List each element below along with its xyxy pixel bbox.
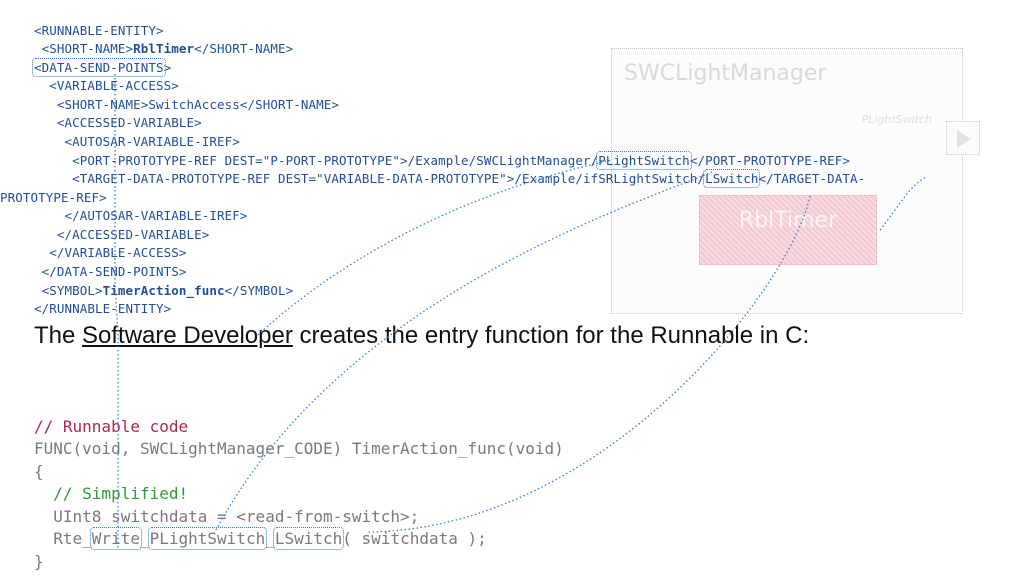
- code-line: FUNC(void, SWCLightManager_CODE) TimerAc…: [34, 439, 564, 458]
- xml-line: <SHORT-NAME>SwitchAccess</SHORT-NAME>: [34, 97, 340, 112]
- xml-line: <AUTOSAR-VARIABLE-IREF>: [34, 134, 240, 149]
- code-line: {: [34, 462, 44, 481]
- caption-text: The: [34, 322, 83, 349]
- symbol-name: TimerAction_func: [102, 283, 225, 298]
- xml-line: </ACCESSED-VARIABLE>: [34, 227, 210, 242]
- xml-text: <SHORT-NAME>: [34, 41, 134, 56]
- element-highlight: LSwitch: [272, 527, 345, 550]
- xml-text: </TARGET-DATA-: [758, 171, 866, 186]
- xml-text: </SYMBOL>: [224, 283, 294, 298]
- role-link: Software Developer: [82, 322, 293, 349]
- port-name-highlight: PLightSwitch: [596, 151, 692, 170]
- code-text: Rte_: [34, 529, 92, 548]
- port-box: [946, 121, 980, 155]
- xml-text: <SYMBOL>: [34, 283, 103, 298]
- runnable-label: RblTimer: [738, 208, 838, 233]
- code-text: _: [139, 529, 150, 548]
- code-line: UInt8 switchdata = <read-from-switch>;: [34, 507, 420, 526]
- xml-line: </VARIABLE-ACCESS>: [34, 245, 187, 260]
- xml-line: <SHORT-NAME>RblTimer</SHORT-NAME>: [34, 40, 294, 58]
- data-send-points-highlight: <DATA-SEND-POINTS: [32, 58, 166, 77]
- port-highlight: PLightSwitch: [147, 527, 268, 550]
- xml-line: PROTOTYPE-REF>: [0, 190, 107, 205]
- code-line: }: [34, 552, 44, 571]
- write-highlight: Write: [89, 527, 142, 550]
- port-label: PLightSwitch: [861, 113, 932, 126]
- xml-line: <ACCESSED-VARIABLE>: [34, 115, 202, 130]
- xml-line: </RUNNABLE-ENTITY>: [34, 301, 172, 316]
- xml-text: </PORT-PROTOTYPE-REF>: [689, 153, 850, 168]
- runnable-short-name: RblTimer: [133, 41, 195, 56]
- xml-line: <VARIABLE-ACCESS>: [34, 78, 179, 93]
- caption-text: creates the entry function for the Runna…: [292, 322, 810, 349]
- swc-title: SWCLightManager: [624, 61, 827, 86]
- element-name-highlight: LSwitch: [703, 169, 761, 188]
- code-comment: // Runnable code: [34, 417, 189, 436]
- xml-text: <PORT-PROTOTYPE-REF DEST="P-PORT-PROTOTY…: [34, 153, 599, 168]
- xml-line: <TARGET-DATA-PROTOTYPE-REF DEST="VARIABL…: [34, 169, 866, 188]
- code-comment: // Simplified!: [34, 484, 189, 503]
- xml-line: <PORT-PROTOTYPE-REF DEST="P-PORT-PROTOTY…: [34, 151, 850, 170]
- xml-line: <SYMBOL>TimerAction_func</SYMBOL>: [34, 282, 294, 300]
- xml-line: </AUTOSAR-VARIABLE-IREF>: [34, 208, 248, 223]
- xml-line: </DATA-SEND-POINTS>: [34, 264, 187, 279]
- code-text: ( switchdata );: [342, 529, 487, 548]
- xml-line: <DATA-SEND-POINTS>: [32, 58, 172, 77]
- port-arrow-icon: [957, 130, 971, 148]
- runnable-box: RblTimer: [699, 195, 877, 265]
- caption-sentence: The Software Developer creates the entry…: [34, 322, 809, 350]
- xml-line: <RUNNABLE-ENTITY>: [34, 23, 164, 38]
- xml-text: </SHORT-NAME>: [194, 41, 294, 56]
- code-line: Rte_Write_PLightSwitch_LSwitch( switchda…: [34, 527, 487, 551]
- xml-text: >: [163, 60, 172, 75]
- xml-text: <TARGET-DATA-PROTOTYPE-REF DEST="VARIABL…: [34, 171, 706, 186]
- code-text: _: [265, 529, 275, 548]
